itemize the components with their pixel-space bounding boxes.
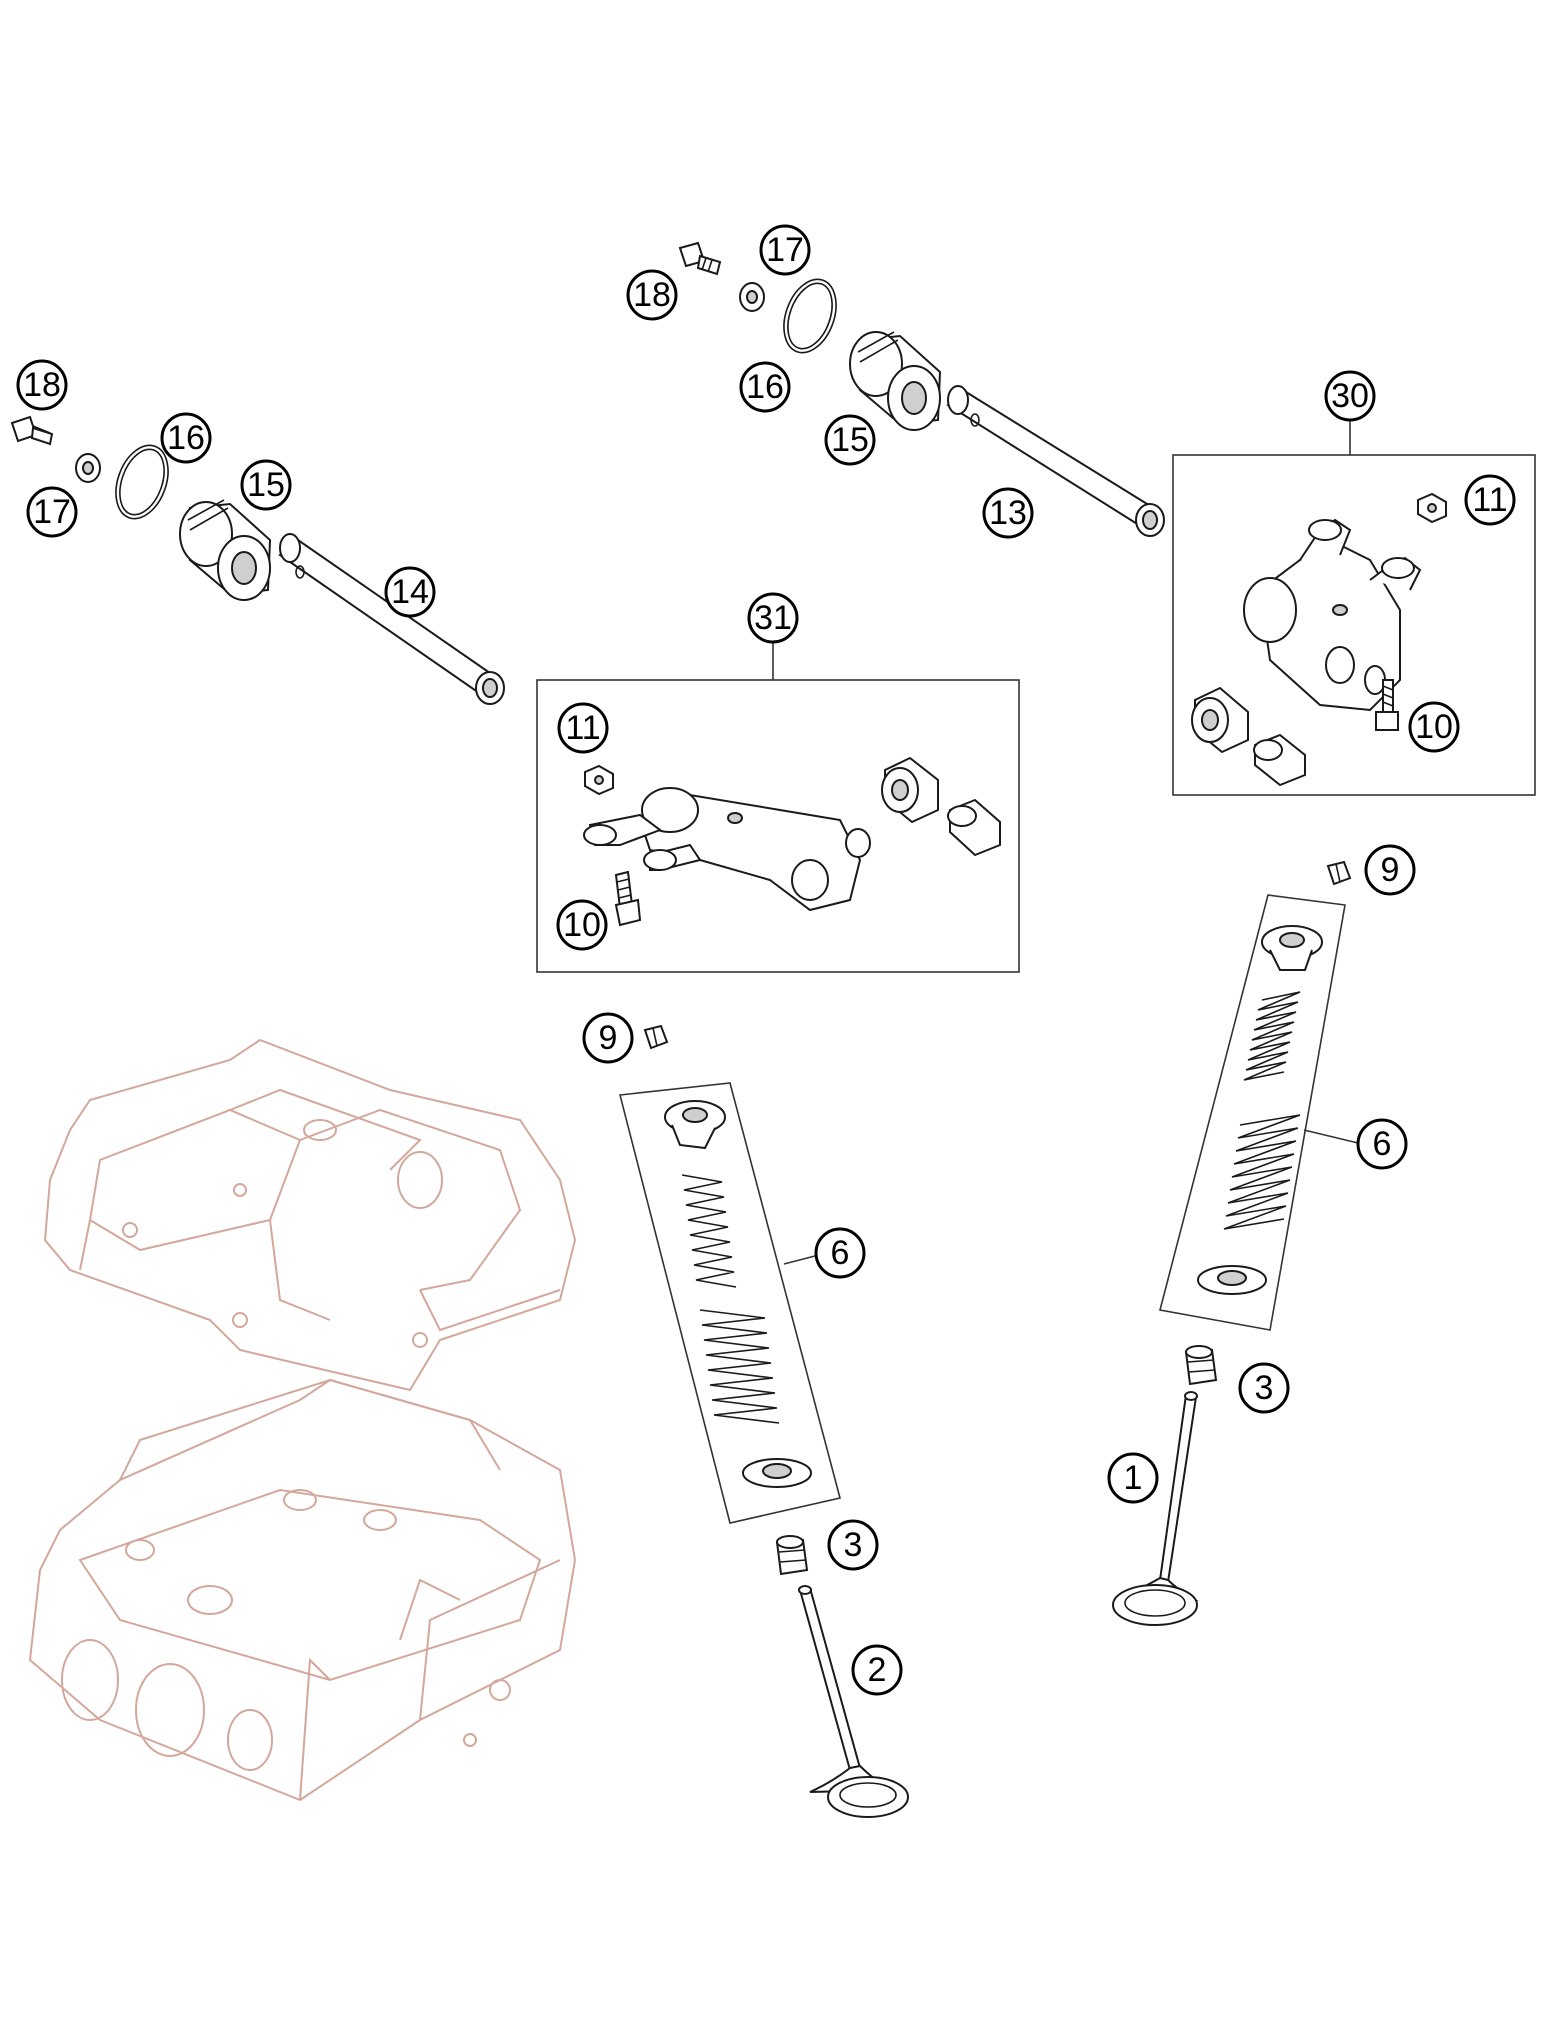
collet-9-left (643, 1024, 669, 1050)
rocker-kit-30-box (1172, 454, 1536, 796)
callout-15-left: 15 (240, 459, 292, 511)
bushing-15-left (179, 499, 272, 601)
o-ring-16-left (115, 444, 169, 520)
svg-text:10: 10 (563, 906, 601, 944)
callout-10-box31: 10 (556, 899, 608, 951)
callout-3-right: 3 (1238, 1362, 1290, 1414)
screw-10-box31 (614, 870, 642, 927)
cylinder-head-ghost (28, 1378, 577, 1802)
svg-text:16: 16 (167, 419, 205, 457)
svg-text:17: 17 (766, 231, 804, 269)
callout-14: 14 (384, 566, 436, 618)
shaft-13 (946, 385, 1165, 537)
spring-retainer-right (1261, 925, 1323, 971)
inner-spring-right (1243, 991, 1301, 1081)
valve-seal-3-right (1184, 1345, 1218, 1386)
svg-text:3: 3 (844, 1526, 863, 1564)
o-ring-16-right (783, 278, 837, 354)
svg-text:11: 11 (565, 709, 600, 747)
spring-seat-right (1197, 1265, 1267, 1295)
callout-17-left: 17 (26, 486, 78, 538)
svg-text:31: 31 (754, 599, 792, 637)
svg-text:30: 30 (1331, 377, 1369, 415)
svg-text:10: 10 (1415, 708, 1453, 746)
callout-10-box30: 10 (1408, 701, 1460, 753)
left-shaft-assembly (10, 415, 505, 705)
callout-11-box31: 11 (557, 702, 609, 754)
shaft-14 (278, 533, 505, 705)
right-shaft-assembly (678, 241, 1165, 537)
callout-2: 2 (851, 1644, 903, 1696)
callout-16-left: 16 (160, 412, 212, 464)
spring-kit-6-right-box (1159, 894, 1346, 1331)
svg-text:3: 3 (1255, 1369, 1274, 1407)
svg-text:1: 1 (1124, 1459, 1143, 1497)
callout-15-right: 15 (824, 414, 876, 466)
svg-text:14: 14 (391, 573, 429, 611)
callout-9-right: 9 (1364, 844, 1416, 896)
callout-6-right: 6 (1356, 1118, 1408, 1170)
svg-text:17: 17 (33, 493, 71, 531)
outer-spring-right (1223, 1114, 1301, 1230)
screw-18-right (678, 241, 722, 276)
callout-16-right: 16 (739, 361, 791, 413)
svg-text:11: 11 (1472, 481, 1507, 519)
svg-text:15: 15 (831, 421, 869, 459)
collet-9-right (1326, 860, 1352, 886)
callout-3-left: 3 (827, 1519, 879, 1571)
svg-text:9: 9 (1381, 851, 1400, 889)
callout-11-box30: 11 (1464, 474, 1516, 526)
callout-17-right: 17 (759, 224, 811, 276)
bushing-15-right (849, 331, 942, 431)
callout-6-left: 6 (814, 1227, 866, 1279)
svg-text:6: 6 (831, 1234, 850, 1272)
washer-17-left (75, 453, 101, 483)
svg-text:16: 16 (746, 368, 784, 406)
valve-1 (1112, 1391, 1199, 1626)
outer-spring-left (699, 1309, 780, 1424)
roller-box31 (881, 756, 939, 824)
inner-spring-left (681, 1174, 737, 1288)
spring-seat-left (742, 1458, 812, 1488)
svg-text:13: 13 (989, 494, 1027, 532)
callout-18-right: 18 (626, 269, 678, 321)
svg-text:18: 18 (23, 366, 61, 404)
callout-1: 1 (1107, 1452, 1159, 1504)
nut-11-box31 (584, 764, 614, 796)
svg-text:18: 18 (633, 276, 671, 314)
valve-seal-3-left (775, 1535, 809, 1576)
callout-30: 30 (1324, 370, 1376, 422)
roller-box30 (1191, 686, 1249, 754)
screw-10-box30 (1375, 679, 1399, 731)
washer-17-right (739, 282, 765, 312)
screw-18-left (10, 415, 54, 446)
callout-9-left: 9 (582, 1012, 634, 1064)
callout-13: 13 (982, 487, 1034, 539)
callout-18-left: 18 (16, 359, 68, 411)
callout-31: 31 (747, 592, 799, 644)
rocker-arm-30 (1243, 518, 1422, 712)
svg-text:2: 2 (868, 1651, 887, 1689)
spring-kit-6-left-box (618, 1082, 841, 1524)
svg-text:9: 9 (599, 1019, 618, 1057)
valve-2 (798, 1585, 909, 1818)
nut-11-box30 (1417, 492, 1447, 524)
svg-text:6: 6 (1373, 1125, 1392, 1163)
rocker-arm-31 (583, 787, 871, 912)
rocker-kit-31-box (536, 679, 1020, 973)
sleeve-box31 (947, 798, 1001, 857)
svg-text:15: 15 (247, 466, 285, 504)
cylinder-head-cover-ghost (43, 1038, 577, 1392)
sleeve-box30 (1253, 733, 1306, 787)
spring-retainer-left (664, 1100, 726, 1150)
